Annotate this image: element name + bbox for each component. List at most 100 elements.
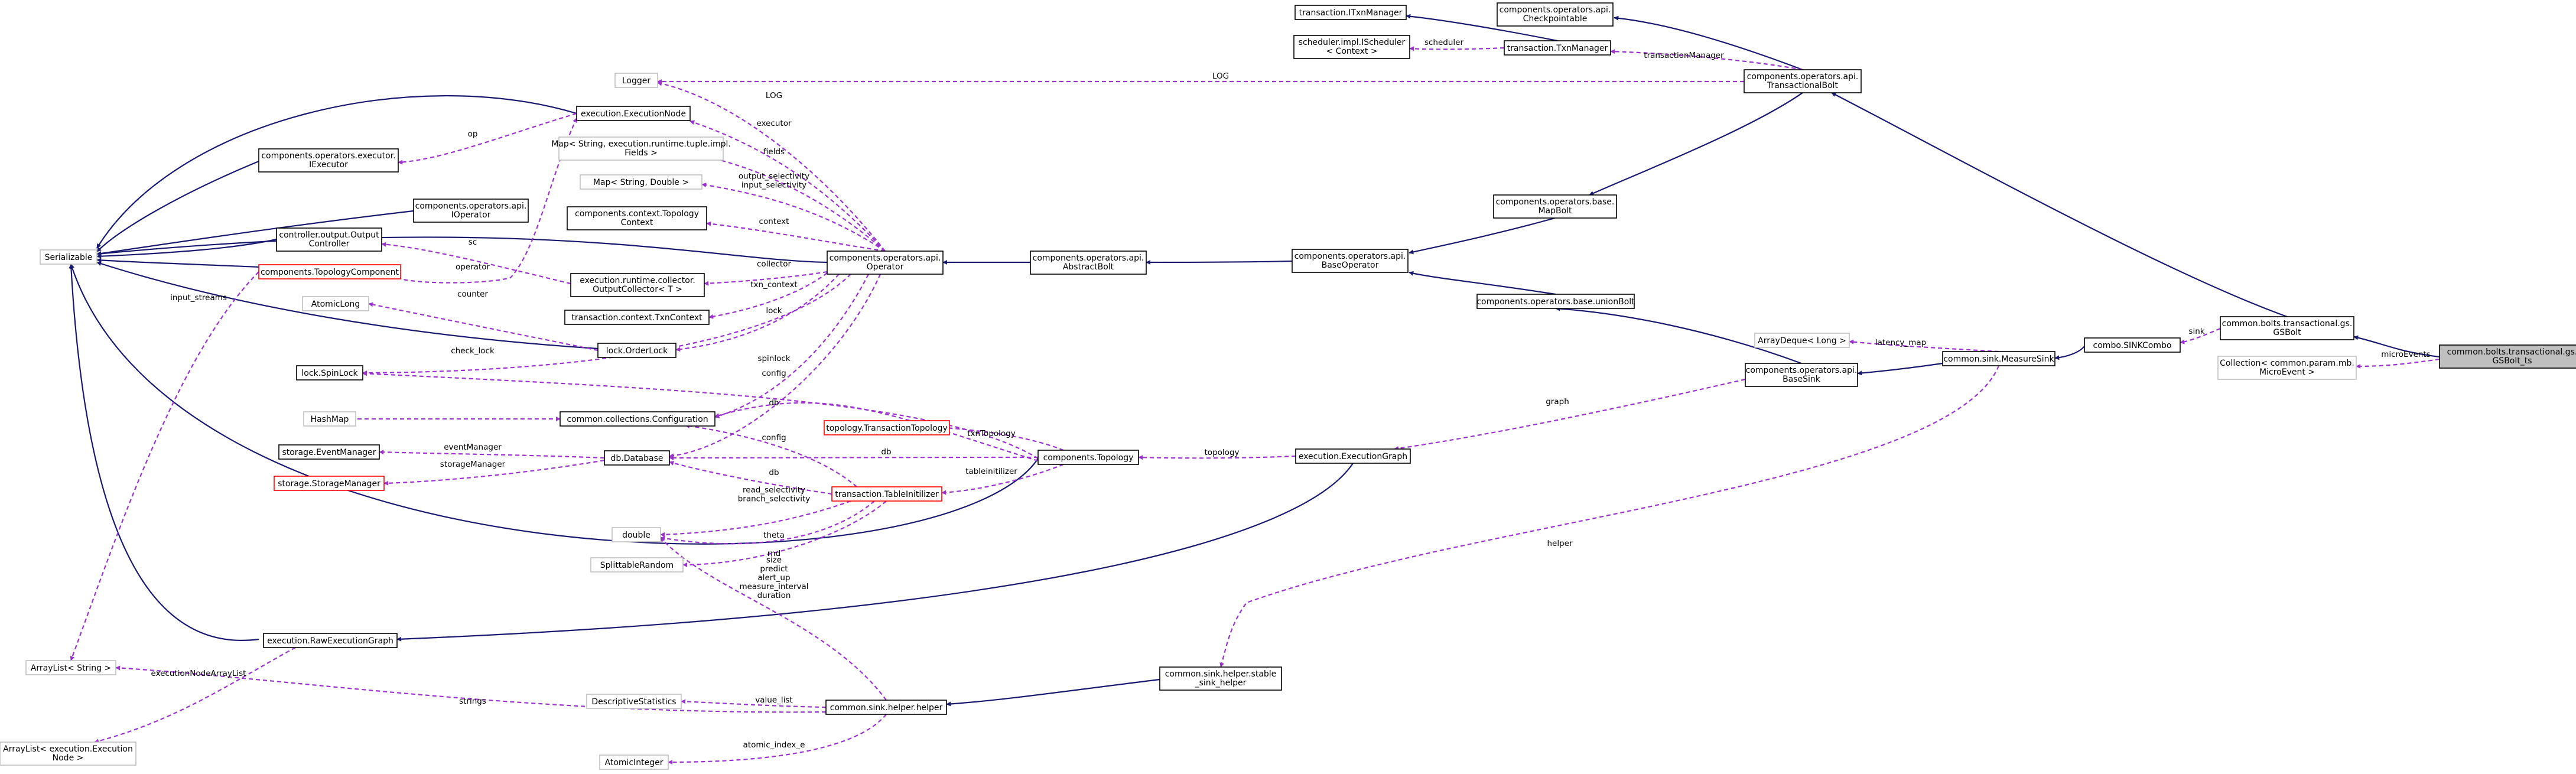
inheritance-edge (1555, 306, 1802, 365)
class-node-execution-graph[interactable]: execution.ExecutionGraph (1295, 448, 1411, 464)
inheritance-edge (1409, 271, 1556, 295)
inheritance-edge (1146, 259, 1293, 265)
class-node-double[interactable]: double (612, 527, 661, 542)
class-node-base-operator[interactable]: components.operators.api.BaseOperator (1292, 249, 1409, 273)
usage-edge (675, 274, 840, 352)
usage-edge (1610, 49, 1803, 71)
inheritance-edge (96, 160, 259, 252)
class-node-database[interactable]: db.Database (604, 450, 670, 466)
class-node-topology-component[interactable]: components.TopologyComponent (258, 264, 401, 279)
class-node-arraydeque-long[interactable]: ArrayDeque< Long > (1754, 333, 1850, 348)
class-node-transaction-topology[interactable]: topology.TransactionTopology (824, 420, 950, 435)
class-node-label: components.operators.base.unionBolt (1476, 297, 1635, 307)
class-node-hashmap[interactable]: HashMap (303, 411, 356, 427)
usage-edge (714, 274, 869, 418)
class-node-spin-lock[interactable]: lock.SpinLock (296, 365, 363, 381)
inheritance-edge (96, 236, 828, 264)
class-node-event-manager[interactable]: storage.EventManager (278, 444, 380, 460)
class-node-txn-manager[interactable]: transaction.TxnManager (1504, 40, 1611, 56)
class-node-txn-context[interactable]: transaction.context.TxnContext (564, 310, 710, 325)
class-node-storage-manager[interactable]: storage.StorageManager (274, 476, 385, 491)
edge-label-spinlock: spinlock (757, 354, 790, 363)
inheritance-edge (69, 264, 259, 642)
edge-label-theta: theta (763, 531, 785, 540)
edge-label-log-right: LOG (1212, 71, 1229, 81)
class-node-table-initilizer[interactable]: transaction.TableInitilizer (831, 486, 942, 502)
class-node-label: transaction.TableInitilizer (835, 490, 939, 499)
class-node-atomic-integer[interactable]: AtomicInteger (599, 755, 669, 770)
edge-label-microevents: microEvents (2381, 350, 2431, 359)
class-node-output-collector[interactable]: execution.runtime.collector.OutputCollec… (570, 273, 705, 297)
class-node-label: common.collections.Configuration (567, 415, 708, 424)
class-node-itxn-manager[interactable]: transaction.ITxnManager (1294, 5, 1407, 20)
class-node-basesink[interactable]: components.operators.api.BaseSink (1745, 363, 1858, 387)
edge-label-log-left: LOG (766, 91, 782, 100)
class-node-label: transaction.ITxnManager (1299, 8, 1403, 18)
usage-edge (1219, 365, 2000, 668)
class-node-map-fields[interactable]: Map< String, execution.runtime.tuple.imp… (551, 136, 731, 161)
class-node-arraylist-string[interactable]: ArrayList< String > (25, 660, 116, 675)
edge-label-config-ti: config (762, 433, 786, 443)
class-node-label: components.TopologyComponent (261, 268, 399, 277)
class-node-label: scheduler.impl.IScheduler< Context > (1299, 38, 1406, 56)
class-node-serializable[interactable]: Serializable (40, 249, 97, 265)
usage-edge (701, 183, 886, 252)
class-node-atomic-long[interactable]: AtomicLong (302, 296, 369, 311)
class-node-operator[interactable]: components.operators.api.Operator (827, 251, 944, 275)
inheritance-edge (96, 258, 259, 268)
inheritance-edge (396, 463, 1354, 642)
usage-edge (669, 461, 832, 495)
class-node-helper[interactable]: common.sink.helper.helper (825, 700, 947, 715)
inheritance-edge (1406, 14, 1558, 42)
class-node-order-lock[interactable]: lock.OrderLock (597, 343, 676, 358)
class-node-configuration[interactable]: common.collections.Configuration (560, 411, 715, 427)
class-node-ischeduler[interactable]: scheduler.impl.IScheduler< Context > (1293, 35, 1410, 59)
inheritance-edge (1831, 92, 2288, 318)
usage-edge (669, 274, 882, 458)
usage-edge (383, 459, 605, 486)
class-node-label: execution.RawExecutionGraph (267, 636, 393, 646)
class-node-checkpointable[interactable]: components.operators.api.Checkpointable (1497, 2, 1614, 27)
class-node-descriptive-statistics[interactable]: DescriptiveStatistics (586, 694, 682, 709)
usage-edge (682, 500, 887, 567)
class-node-execution-node[interactable]: execution.ExecutionNode (576, 106, 691, 121)
class-node-measuresink[interactable]: common.sink.MeasureSink (1942, 351, 2055, 366)
class-node-transactional-bolt[interactable]: components.operators.api.TransactionalBo… (1744, 69, 1862, 93)
usage-edge (714, 402, 1039, 462)
class-node-collection-microevent[interactable]: Collection< common.param.mb.MicroEvent > (2217, 356, 2357, 380)
edge-label-db-topology: db (881, 447, 891, 457)
class-node-label: transaction.TxnManager (1507, 44, 1608, 53)
class-node-topology[interactable]: components.Topology (1037, 450, 1139, 465)
inheritance-edge (1614, 15, 1803, 71)
class-node-label: Logger (622, 76, 651, 86)
inheritance-edge (1857, 362, 1943, 376)
class-node-iexecutor[interactable]: components.operators.executor.IExecutor (258, 148, 399, 173)
usage-edge (362, 371, 1039, 459)
class-node-map-double[interactable]: Map< String, Double > (580, 174, 702, 190)
class-node-union-bolt[interactable]: components.operators.base.unionBolt (1476, 294, 1635, 309)
class-node-helper-stable[interactable]: common.sink.helper.stable_sink_helper (1159, 666, 1282, 691)
class-node-abstract-bolt[interactable]: components.operators.api.AbstractBolt (1030, 251, 1147, 275)
edge-label-db-ti: db (769, 468, 779, 477)
class-node-logger[interactable]: Logger (614, 73, 658, 88)
edge-label-strings: strings (459, 697, 486, 706)
class-node-raw-execution-graph[interactable]: execution.RawExecutionGraph (263, 633, 398, 648)
class-node-map-bolt[interactable]: components.operators.base.MapBolt (1493, 194, 1617, 219)
class-node-gsbolt[interactable]: common.bolts.transactional.gs.GSBolt (2220, 316, 2354, 340)
class-node-splittable-random[interactable]: SplittableRandom (590, 557, 684, 573)
class-node-sinkcombo[interactable]: combo.SINKCombo (2084, 337, 2181, 353)
class-node-ioperator[interactable]: components.operators.api.IOperator (413, 199, 529, 223)
usage-edge (1394, 378, 1746, 451)
class-node-label: components.operators.executor.IExecutor (261, 151, 395, 170)
edge-label-helper: helper (1547, 539, 1572, 548)
class-node-gsbolt-ts[interactable]: common.bolts.transactional.gs.GSBolt_ts (2439, 344, 2576, 369)
inheritance-edge (96, 238, 277, 259)
